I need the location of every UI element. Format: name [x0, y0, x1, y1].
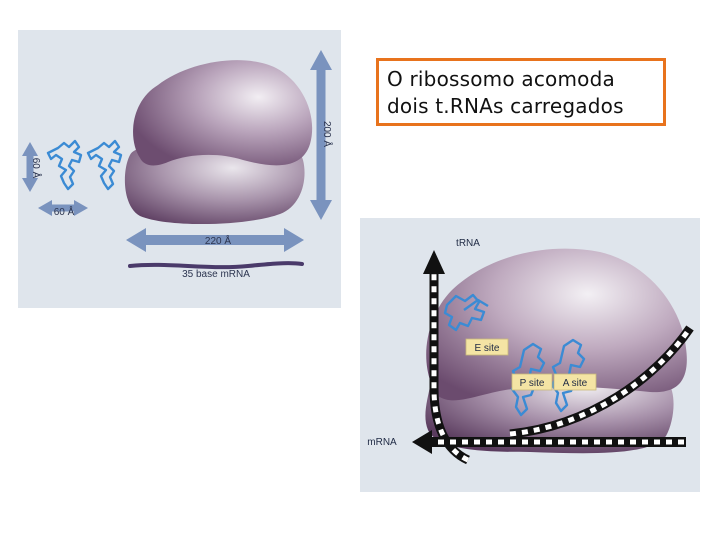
trna-left: [46, 139, 83, 191]
height-label: 200 Å: [321, 121, 334, 147]
trna-exit-path: [423, 250, 471, 465]
ribosome-sites-panel: E site P site A site tRNA mRNA: [360, 218, 700, 492]
ribosome-large-subunit: [133, 60, 313, 166]
a-site-label: A site: [563, 378, 588, 389]
trna-height-label: 60 Å: [30, 158, 43, 179]
trna-right: [86, 139, 123, 191]
caption-line-1: O ribossomo acomoda: [387, 67, 615, 91]
e-site-label: E site: [474, 343, 499, 354]
mrna-length-label: 35 base mRNA: [182, 269, 250, 280]
trna-width-label: 60 Å: [54, 205, 75, 218]
ribosome-small-subunit: [124, 143, 305, 225]
trna-label: tRNA: [456, 238, 480, 249]
trna-width-arrow: [38, 200, 88, 216]
width-label: 220 Å: [205, 234, 231, 247]
trna-e-site: [443, 293, 489, 332]
a-site-label-box: A site: [553, 373, 597, 391]
ribosome-large-subunit: [426, 248, 687, 401]
width-arrow: [126, 228, 304, 252]
trna-pair: [46, 139, 123, 191]
trna-height-arrow: [22, 142, 38, 192]
mrna-strand: [128, 261, 304, 270]
ribosome-dimensions-panel: 200 Å 60 Å 60 Å 220 Å 35 base mRNA: [18, 30, 341, 308]
mrna-arrow: [412, 430, 686, 454]
p-site-label: P site: [520, 378, 545, 389]
caption-box: O ribossomo acomoda dois t.RNAs carregad…: [376, 58, 666, 126]
mrna-exit-path: [509, 325, 694, 439]
e-site-label-box: E site: [465, 338, 509, 356]
caption-line-2: dois t.RNAs carregados: [387, 94, 624, 118]
p-site-label-box: P site: [511, 373, 553, 391]
height-arrow: [310, 50, 332, 220]
mrna-label: mRNA: [367, 437, 397, 448]
